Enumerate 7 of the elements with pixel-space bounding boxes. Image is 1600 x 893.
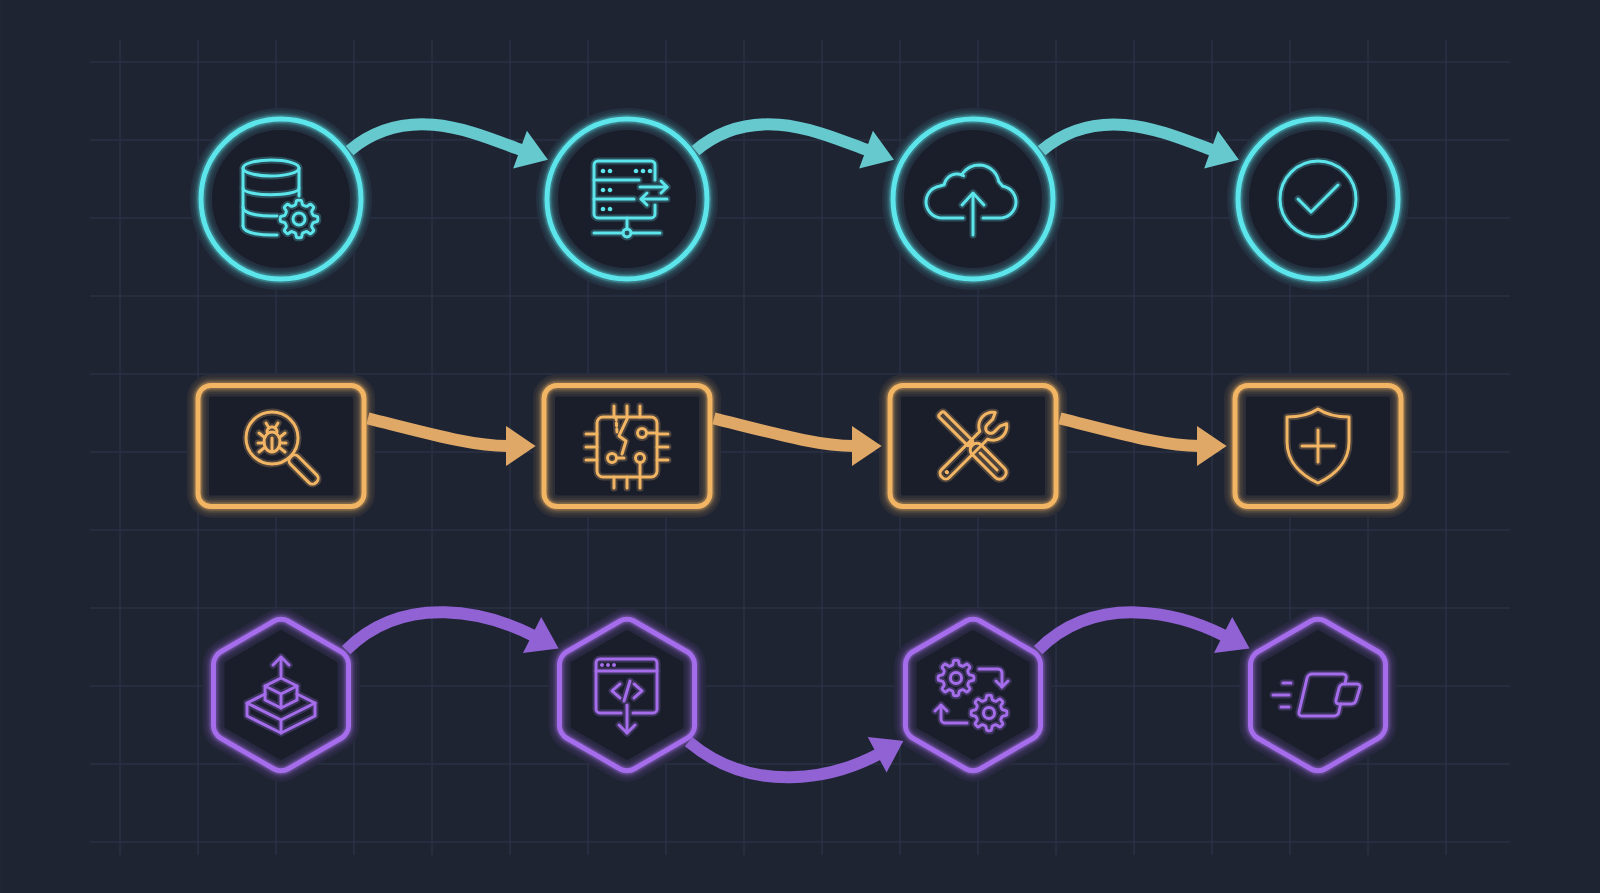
hexagon-node xyxy=(894,608,1052,782)
hexagon-node xyxy=(202,608,360,782)
rounded-box xyxy=(187,374,375,518)
hexagon-node xyxy=(548,608,706,782)
circle-node xyxy=(1227,108,1409,290)
rounded-box xyxy=(1224,374,1412,518)
hexagon-node xyxy=(1239,608,1397,782)
